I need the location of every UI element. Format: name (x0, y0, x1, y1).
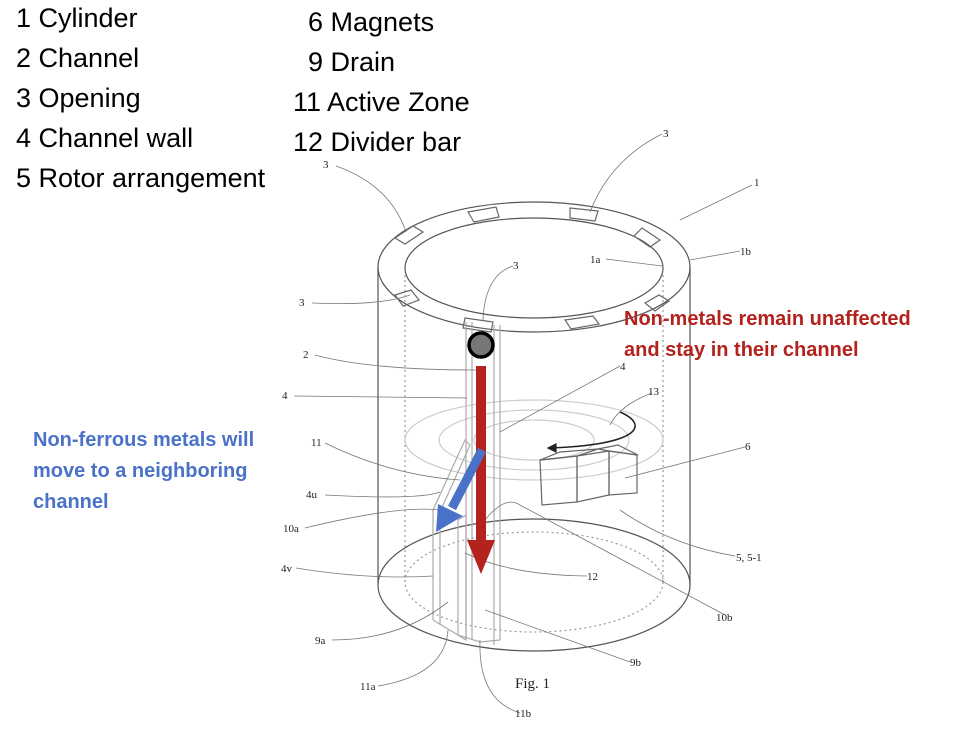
part-label: 4 (282, 390, 288, 402)
part-label: 11b (515, 708, 532, 720)
part-label: 5, 5-1 (736, 552, 762, 564)
legend-item-channel: 2 Channel (16, 43, 140, 73)
part-label: 1b (740, 246, 752, 258)
part-label: 4v (281, 563, 293, 575)
top-ring-inner (404, 217, 664, 319)
part-label: 1a (590, 254, 601, 266)
legend-item-rotor: 5 Rotor arrangement (16, 163, 266, 193)
legend-item-magnets: 6 Magnets (308, 7, 435, 37)
part-label: 1 (754, 177, 760, 189)
part-label: 3 (323, 159, 329, 171)
legend-item-opening: 3 Opening (16, 83, 141, 113)
legend-item-drain: 9 Drain (308, 47, 396, 77)
part-label: 3 (663, 128, 669, 140)
legend-item-active-zone: 11 Active Zone (293, 87, 470, 117)
part-label: 11 (311, 437, 322, 449)
non-ferrous-annotation: Non-ferrous metals will move to a neighb… (33, 425, 254, 518)
legend-item-channel-wall: 4 Channel wall (16, 123, 194, 153)
particle-icon (467, 331, 495, 359)
non-ferrous-line-2: move to a neighboring (33, 460, 248, 482)
part-label: 3 (513, 260, 519, 272)
part-label: 12 (587, 571, 598, 583)
magnets-icon (539, 444, 639, 506)
part-label: 6 (745, 441, 751, 453)
part-label: 4 (620, 361, 626, 373)
non-ferrous-line-1: Non-ferrous metals will (33, 429, 255, 451)
openings (393, 206, 671, 333)
non-metals-line-2: and stay in their channel (624, 339, 859, 361)
legend-item-divider-bar: 12 Divider bar (293, 127, 462, 157)
part-label: 13 (648, 386, 660, 398)
non-metals-annotation: Non-metals remain unaffected and stay in… (624, 304, 911, 366)
part-label: 11a (360, 681, 376, 693)
non-ferrous-line-3: channel (33, 491, 109, 513)
part-label: 2 (303, 349, 309, 361)
part-label: 9a (315, 635, 326, 647)
leader-lines (293, 133, 753, 714)
part-label: 3 (299, 297, 305, 309)
part-label: 9b (630, 657, 642, 669)
non-metals-line-1: Non-metals remain unaffected (624, 308, 911, 330)
rotation-arrow-icon (547, 411, 636, 449)
part-label: 4u (306, 489, 318, 501)
part-label: 10a (283, 523, 299, 535)
part-label: 10b (716, 612, 733, 624)
non-ferrous-arrow-icon (436, 447, 486, 532)
figure-caption: Fig. 1 (515, 676, 550, 692)
legend-item-cylinder: 1 Cylinder (16, 3, 138, 33)
bottom-ellipse (377, 518, 691, 652)
